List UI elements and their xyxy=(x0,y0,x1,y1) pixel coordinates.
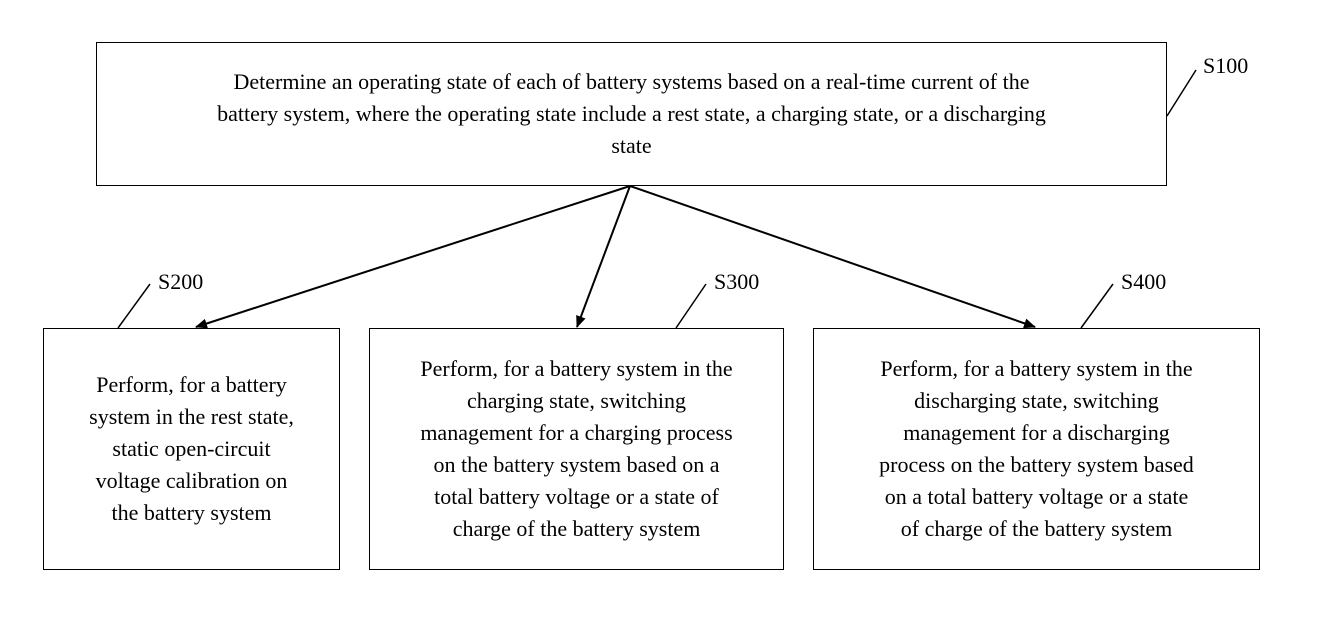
arrow-s100-to-s400 xyxy=(630,186,1035,327)
text-line: of charge of the battery system xyxy=(901,516,1172,541)
step-label-s200: S200 xyxy=(158,270,203,294)
step-text-s300: Perform, for a battery system in the cha… xyxy=(420,353,732,545)
leader-line-s100 xyxy=(1167,70,1196,116)
text-line: management for a charging process xyxy=(420,420,732,445)
leader-line-s200 xyxy=(118,284,150,328)
text-line: on the battery system based on a xyxy=(434,452,720,477)
text-line: management for a discharging xyxy=(903,420,1170,445)
text-line: process on the battery system based xyxy=(879,452,1194,477)
text-line: on a total battery voltage or a state xyxy=(885,484,1189,509)
text-line: charging state, switching xyxy=(467,388,686,413)
text-line: discharging state, switching xyxy=(914,388,1159,413)
text-line: Perform, for a battery system in the xyxy=(420,356,732,381)
step-box-s300: Perform, for a battery system in the cha… xyxy=(369,328,784,570)
step-box-s100: Determine an operating state of each of … xyxy=(96,42,1167,186)
step-label-s300: S300 xyxy=(714,270,759,294)
text-line: Determine an operating state of each of … xyxy=(234,69,1030,94)
step-label-s100: S100 xyxy=(1203,54,1248,78)
text-line: total battery voltage or a state of xyxy=(434,484,719,509)
text-line: state xyxy=(611,133,651,158)
text-line: system in the rest state, xyxy=(89,404,294,429)
step-text-s400: Perform, for a battery system in the dis… xyxy=(879,353,1194,545)
text-line: Perform, for a battery system in the xyxy=(880,356,1192,381)
arrow-s100-to-s200 xyxy=(196,186,630,327)
text-line: charge of the battery system xyxy=(453,516,701,541)
step-box-s400: Perform, for a battery system in the dis… xyxy=(813,328,1260,570)
step-text-s100: Determine an operating state of each of … xyxy=(217,66,1046,162)
arrow-s100-to-s300 xyxy=(577,186,630,327)
leader-line-s300 xyxy=(676,284,706,328)
text-line: voltage calibration on xyxy=(96,468,288,493)
step-label-s400: S400 xyxy=(1121,270,1166,294)
text-line: battery system, where the operating stat… xyxy=(217,101,1046,126)
text-line: static open-circuit xyxy=(112,436,270,461)
text-line: Perform, for a battery xyxy=(96,372,287,397)
leader-line-s400 xyxy=(1081,284,1113,328)
text-line: the battery system xyxy=(111,500,271,525)
step-box-s200: Perform, for a battery system in the res… xyxy=(43,328,340,570)
step-text-s200: Perform, for a battery system in the res… xyxy=(89,369,294,529)
